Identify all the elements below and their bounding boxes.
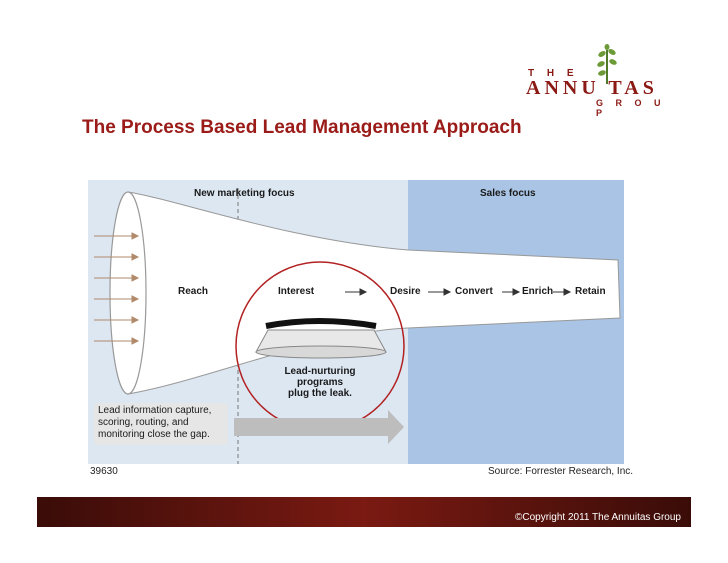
figure-id: 39630 xyxy=(90,466,118,477)
logo-the: T H E xyxy=(528,68,579,79)
stage-arrows xyxy=(345,288,572,296)
header-marketing: New marketing focus xyxy=(194,188,295,199)
stage-convert: Convert xyxy=(455,286,493,297)
stage-enrich: Enrich xyxy=(522,286,554,297)
logo-name: ANNU TAS xyxy=(526,77,658,99)
funnel-shape xyxy=(127,191,621,395)
funnel-diagram: New marketing focus Sales focus Reach In… xyxy=(88,180,633,480)
stage-desire: Desire xyxy=(390,286,421,297)
slide-title: The Process Based Lead Management Approa… xyxy=(82,117,522,138)
gap-arrow xyxy=(234,410,404,444)
stage-reach: Reach xyxy=(178,286,209,297)
funnel-graphic xyxy=(88,180,624,464)
leak-plug xyxy=(265,318,377,329)
sprout-icon xyxy=(597,44,617,84)
stage-retain: Retain xyxy=(575,286,606,297)
figure-source: Source: Forrester Research, Inc. xyxy=(488,466,634,477)
copyright: ©Copyright 2011 The Annuitas Group xyxy=(515,512,681,523)
funnel-mouth xyxy=(109,191,147,395)
annuitas-logo: T H E ANNU TAS G R O U P xyxy=(518,44,668,118)
nurture-caption: Lead-nurturing programs plug the leak. xyxy=(284,366,356,399)
footer-bar: ©Copyright 2011 The Annuitas Group xyxy=(37,497,691,527)
header-sales: Sales focus xyxy=(480,188,536,199)
capture-caption: Lead information capture, scoring, routi… xyxy=(94,403,228,445)
incoming-arrows xyxy=(94,232,140,345)
logo-group: G R O U P xyxy=(596,98,666,118)
stage-interest: Interest xyxy=(278,286,315,297)
